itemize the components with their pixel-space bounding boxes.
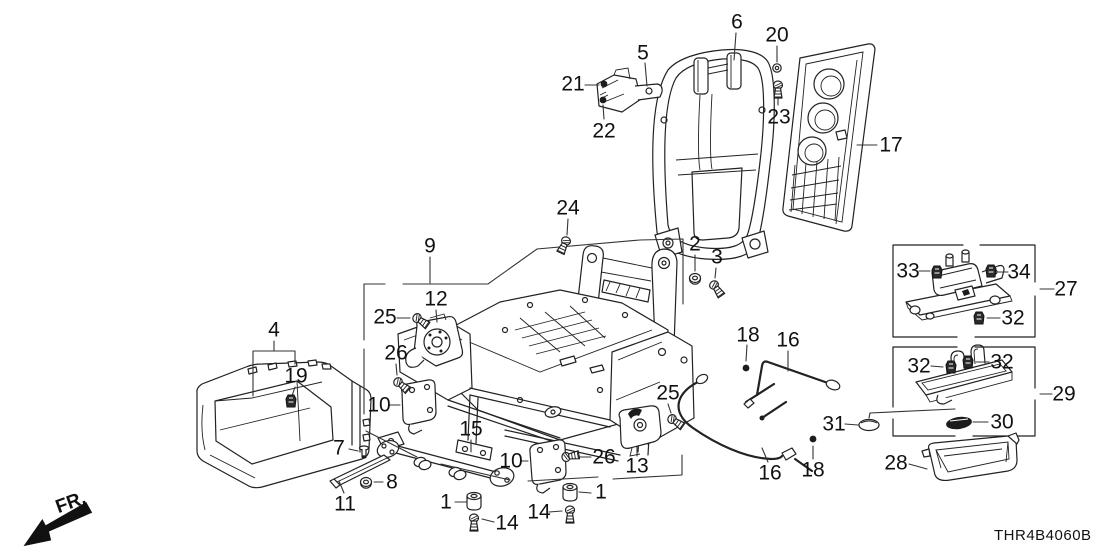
part-callout-12: 12 <box>424 287 448 311</box>
part-callout-16: 16 <box>758 461 782 485</box>
clip-34-icon <box>985 264 997 278</box>
part-callout-14: 14 <box>495 511 519 535</box>
part-callout-33: 33 <box>896 259 920 283</box>
part-callout-9: 9 <box>424 234 436 258</box>
part-callout-10: 10 <box>499 449 523 473</box>
part-callout-22: 22 <box>592 119 616 143</box>
fr-arrow: FR. <box>23 488 93 547</box>
clip-33-icon <box>931 265 943 279</box>
part-callout-2: 2 <box>689 232 701 256</box>
part-callout-30: 30 <box>990 410 1014 434</box>
part-callout-11: 11 <box>334 492 356 516</box>
part-callout-8: 8 <box>386 470 398 494</box>
part-callout-29: 29 <box>1052 382 1076 406</box>
bolt-14-icon <box>468 513 480 532</box>
foot-bracket-drawings <box>400 379 567 494</box>
part-callout-21: 21 <box>561 72 585 96</box>
bushing-1-icon <box>562 482 578 502</box>
garnish-strip-drawing <box>329 454 391 489</box>
bolt-3-icon <box>707 278 726 299</box>
nut-8-icon <box>359 476 373 489</box>
part-callout-1: 1 <box>595 480 607 504</box>
rivet-22-icon <box>599 96 607 104</box>
part-callout-26: 26 <box>384 341 408 365</box>
washer-20-icon <box>772 63 782 73</box>
part-callout-1: 1 <box>440 490 452 514</box>
part-callout-18: 18 <box>736 323 760 347</box>
part-callout-20: 20 <box>765 23 789 47</box>
bolt-14-icon <box>564 505 576 524</box>
part-callout-15: 15 <box>459 417 483 441</box>
center-latch-box-drawing <box>892 244 1036 338</box>
part-callout-10: 10 <box>367 393 391 417</box>
part-callout-26: 26 <box>592 445 616 469</box>
cable-clip-18-icon <box>742 364 750 372</box>
part-callout-5: 5 <box>637 41 649 65</box>
bolt-23-icon <box>772 80 784 99</box>
part-callout-19: 19 <box>284 364 308 388</box>
clip-32-icon <box>962 355 974 369</box>
part-callout-32: 32 <box>1001 306 1025 330</box>
part-callout-34: 34 <box>1007 260 1031 284</box>
console-box-drawing <box>196 359 372 489</box>
part-callout-28: 28 <box>884 451 908 475</box>
nut-2-icon <box>688 272 702 285</box>
part-callout-25: 25 <box>656 381 680 405</box>
bushing-1-icon <box>466 491 482 511</box>
group-bracket-9 <box>363 238 684 482</box>
part-callout-24: 24 <box>556 196 580 220</box>
part-callout-23: 23 <box>767 105 791 129</box>
part-callout-7: 7 <box>333 436 345 460</box>
group-bracket-4 <box>252 340 296 397</box>
part-callout-16: 16 <box>776 328 800 352</box>
clip-32-icon <box>973 311 985 325</box>
clip-32-icon <box>945 360 957 374</box>
part-callout-32: 32 <box>907 354 931 378</box>
part-callout-6: 6 <box>731 10 743 34</box>
bolt-24-icon <box>555 234 573 256</box>
back-panel-drawing <box>782 43 876 232</box>
seat-back-frame-drawing <box>652 48 775 261</box>
part-callout-13: 13 <box>625 454 649 478</box>
clip-19-icon <box>285 394 297 408</box>
fasteners <box>285 63 997 532</box>
striker-box-drawing <box>892 344 1036 437</box>
cable-clip-18-icon <box>809 435 817 443</box>
part-callout-32: 32 <box>990 350 1014 374</box>
leader-lines <box>291 32 1055 523</box>
rivet-21-icon <box>600 80 608 88</box>
part-callout-31: 31 <box>822 412 846 436</box>
part-callout-25: 25 <box>373 305 397 329</box>
part-callout-17: 17 <box>879 133 903 157</box>
release-cables-drawing <box>677 360 841 473</box>
part-callout-4: 4 <box>268 318 280 342</box>
cable-latch-drawing <box>618 405 662 457</box>
back-latch-drawing <box>596 67 663 113</box>
part-code-label: THR4B4060B <box>994 527 1092 544</box>
part-callout-27: 27 <box>1054 277 1078 301</box>
part-callout-3: 3 <box>711 245 723 269</box>
part-callout-18: 18 <box>801 458 825 482</box>
recliner-mech-drawing <box>405 313 464 368</box>
storage-bin-drawing <box>921 432 1020 482</box>
part-callout-14: 14 <box>527 500 551 524</box>
